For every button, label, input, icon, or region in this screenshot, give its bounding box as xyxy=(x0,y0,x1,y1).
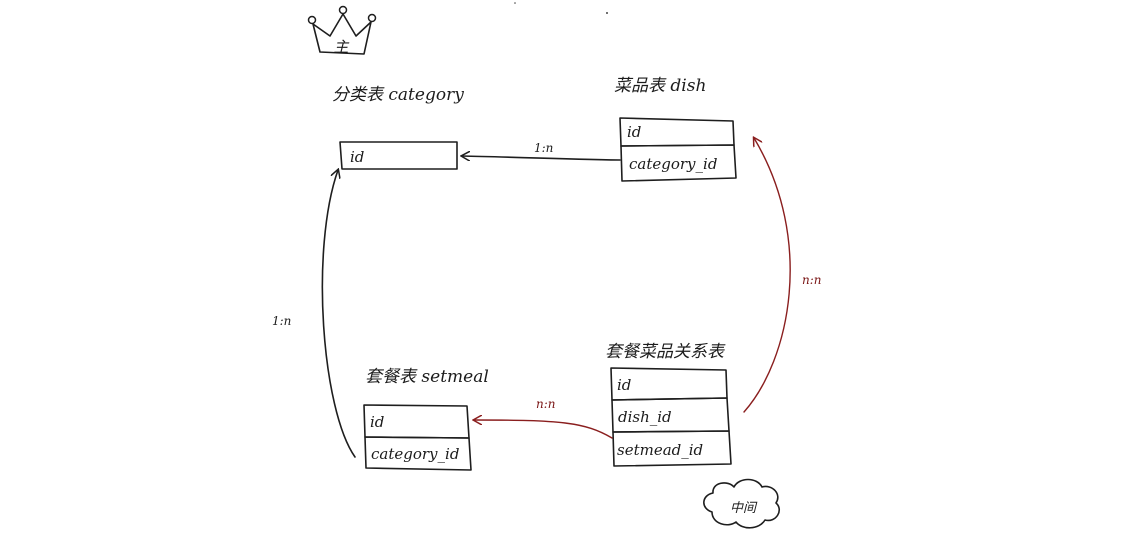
table-dish: 菜品表 dish id category_id xyxy=(614,76,736,181)
relation-setmeal-category: 1:n xyxy=(272,170,355,457)
setmeal-dish-field-dish-id: dish_id xyxy=(618,408,672,426)
relation-setmeal-category-label: 1:n xyxy=(272,314,291,328)
relation-dish-category-label: 1:n xyxy=(534,141,553,155)
stray-dot xyxy=(606,12,608,14)
relation-dish-category: 1:n xyxy=(462,141,620,160)
dish-field-id: id xyxy=(627,123,641,141)
setmeal-field-category-id: category_id xyxy=(371,445,459,463)
table-dish-title: 菜品表 dish xyxy=(614,76,706,96)
crown-icon: 主 xyxy=(309,7,376,57)
table-setmeal-title: 套餐表 setmeal xyxy=(365,367,489,387)
crown-label: 主 xyxy=(333,38,349,56)
table-setmeal-dish-title: 套餐菜品关系表 xyxy=(605,342,726,362)
table-setmeal: 套餐表 setmeal id category_id xyxy=(364,367,489,470)
relation-setmeal-dish-dish: n:n xyxy=(744,138,822,412)
setmeal-dish-field-setmead-id: setmead_id xyxy=(617,441,703,459)
setmeal-field-id: id xyxy=(370,413,384,431)
cloud-note-label: 中间 xyxy=(730,501,758,516)
relation-setmeal-dish-dish-label: n:n xyxy=(802,273,822,287)
table-category-title: 分类表 category xyxy=(332,85,464,105)
setmeal-dish-field-id: id xyxy=(617,376,631,394)
table-category: 分类表 category id xyxy=(332,85,464,169)
dish-field-category-id: category_id xyxy=(629,155,717,173)
cloud-note: 中间 xyxy=(704,480,779,528)
category-field-id: id xyxy=(350,148,364,166)
table-setmeal-dish: 套餐菜品关系表 id dish_id setmead_id xyxy=(605,342,731,466)
relation-setmeal-dish-setmeal: n:n xyxy=(474,397,612,438)
stray-dot xyxy=(514,2,516,4)
relation-setmeal-dish-setmeal-label: n:n xyxy=(536,397,556,411)
